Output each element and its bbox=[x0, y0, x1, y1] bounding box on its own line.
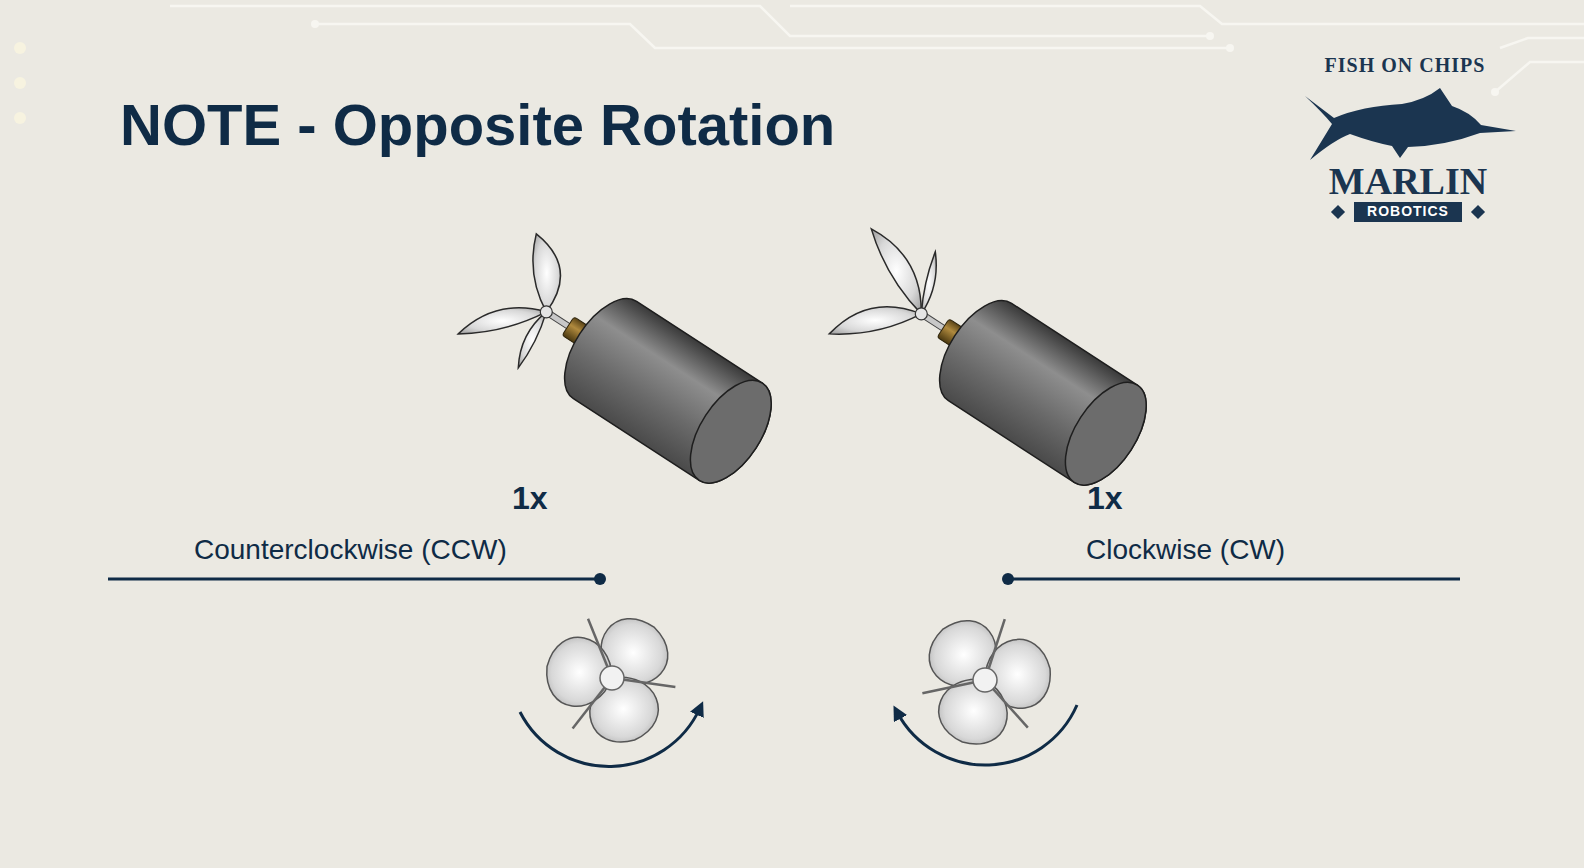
quantity-label: 1x bbox=[1087, 480, 1123, 517]
rotation-label: Clockwise (CW) bbox=[1086, 534, 1285, 566]
propeller-blade bbox=[829, 307, 921, 334]
divider-dot bbox=[1002, 573, 1014, 585]
slide-title: NOTE - Opposite Rotation bbox=[120, 96, 835, 154]
decor-dot bbox=[14, 42, 26, 54]
propeller-hub bbox=[600, 666, 624, 690]
logo-arc-text: FISH ON CHIPS bbox=[1325, 54, 1486, 77]
motor-body bbox=[548, 285, 787, 497]
side-propeller bbox=[829, 229, 936, 334]
motor-body bbox=[923, 287, 1162, 499]
propeller-blade bbox=[533, 234, 561, 312]
propeller-blade bbox=[871, 229, 921, 314]
propeller-blade bbox=[921, 252, 936, 314]
decor-dot bbox=[14, 112, 26, 124]
propeller-blade bbox=[930, 668, 1017, 754]
quantity-label: 1x bbox=[512, 480, 548, 517]
circuit-pad bbox=[311, 20, 319, 28]
logo-diamond bbox=[1471, 205, 1485, 219]
circuit-trace bbox=[1500, 38, 1584, 48]
circuit-pad bbox=[1206, 32, 1214, 40]
logo-subtitle: ROBOTICS bbox=[1367, 203, 1449, 219]
motor-end-cap bbox=[674, 367, 787, 497]
propeller-hub bbox=[915, 308, 927, 320]
divider-dot bbox=[594, 573, 606, 585]
motor-end-cap bbox=[1049, 369, 1162, 499]
logo-name: MARLIN bbox=[1329, 160, 1487, 204]
front-propeller bbox=[916, 607, 1056, 754]
propeller-blade bbox=[518, 312, 546, 368]
propeller-hub bbox=[540, 306, 552, 318]
logo-diamond bbox=[1331, 205, 1345, 219]
rotation-arrow bbox=[520, 708, 700, 766]
divider-line bbox=[108, 578, 600, 581]
rotation-label: Counterclockwise (CCW) bbox=[194, 534, 507, 566]
propeller-hub bbox=[973, 668, 997, 692]
circuit-pad bbox=[1226, 44, 1234, 52]
circuit-trace bbox=[170, 6, 1210, 36]
circuit-trace bbox=[790, 6, 1584, 24]
side-propeller bbox=[458, 234, 560, 368]
circuit-pad bbox=[1491, 88, 1499, 96]
circuit-lines bbox=[170, 6, 1584, 92]
front-propeller bbox=[541, 605, 681, 752]
decor-dot bbox=[14, 77, 26, 89]
circuit-trace bbox=[1495, 62, 1584, 92]
logo bbox=[1305, 88, 1516, 222]
marlin-fish bbox=[1305, 88, 1516, 160]
logo-band bbox=[1354, 202, 1462, 222]
rotation-arrow bbox=[897, 705, 1077, 765]
divider-line bbox=[1008, 578, 1460, 581]
